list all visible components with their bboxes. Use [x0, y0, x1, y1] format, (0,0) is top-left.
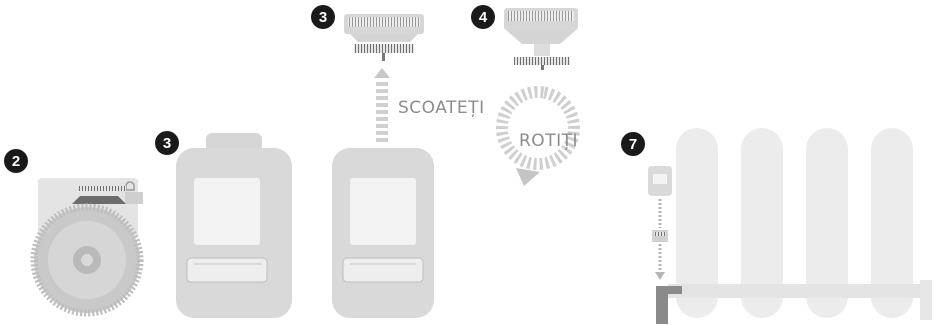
rotate-cap [504, 8, 578, 70]
thermostat-head-1 [176, 133, 292, 318]
remove-label: SCOATEȚI [398, 98, 485, 118]
step-3b-badge: 3 [311, 5, 335, 29]
adapter-unit [30, 178, 144, 317]
step-3b-number: 3 [319, 9, 327, 26]
step-2-badge: 2 [4, 149, 28, 173]
rotate-arrow [496, 86, 580, 186]
step-7-number: 7 [629, 136, 637, 153]
remove-arrow [374, 68, 390, 142]
step-2-number: 2 [12, 153, 20, 170]
mini-thermostat [648, 166, 672, 280]
lock-icon [125, 181, 135, 191]
rotate-label: ROTIȚI [519, 131, 578, 151]
step-7-badge: 7 [621, 132, 645, 156]
radiator-valve [656, 286, 682, 324]
radiator [668, 128, 932, 320]
step-4-number: 4 [479, 9, 488, 26]
step-3-badge: 3 [155, 131, 179, 155]
step-4-badge: 4 [471, 5, 495, 29]
step-3-number: 3 [163, 135, 171, 152]
removed-cap [344, 14, 424, 61]
thermostat-body-2 [332, 148, 434, 318]
